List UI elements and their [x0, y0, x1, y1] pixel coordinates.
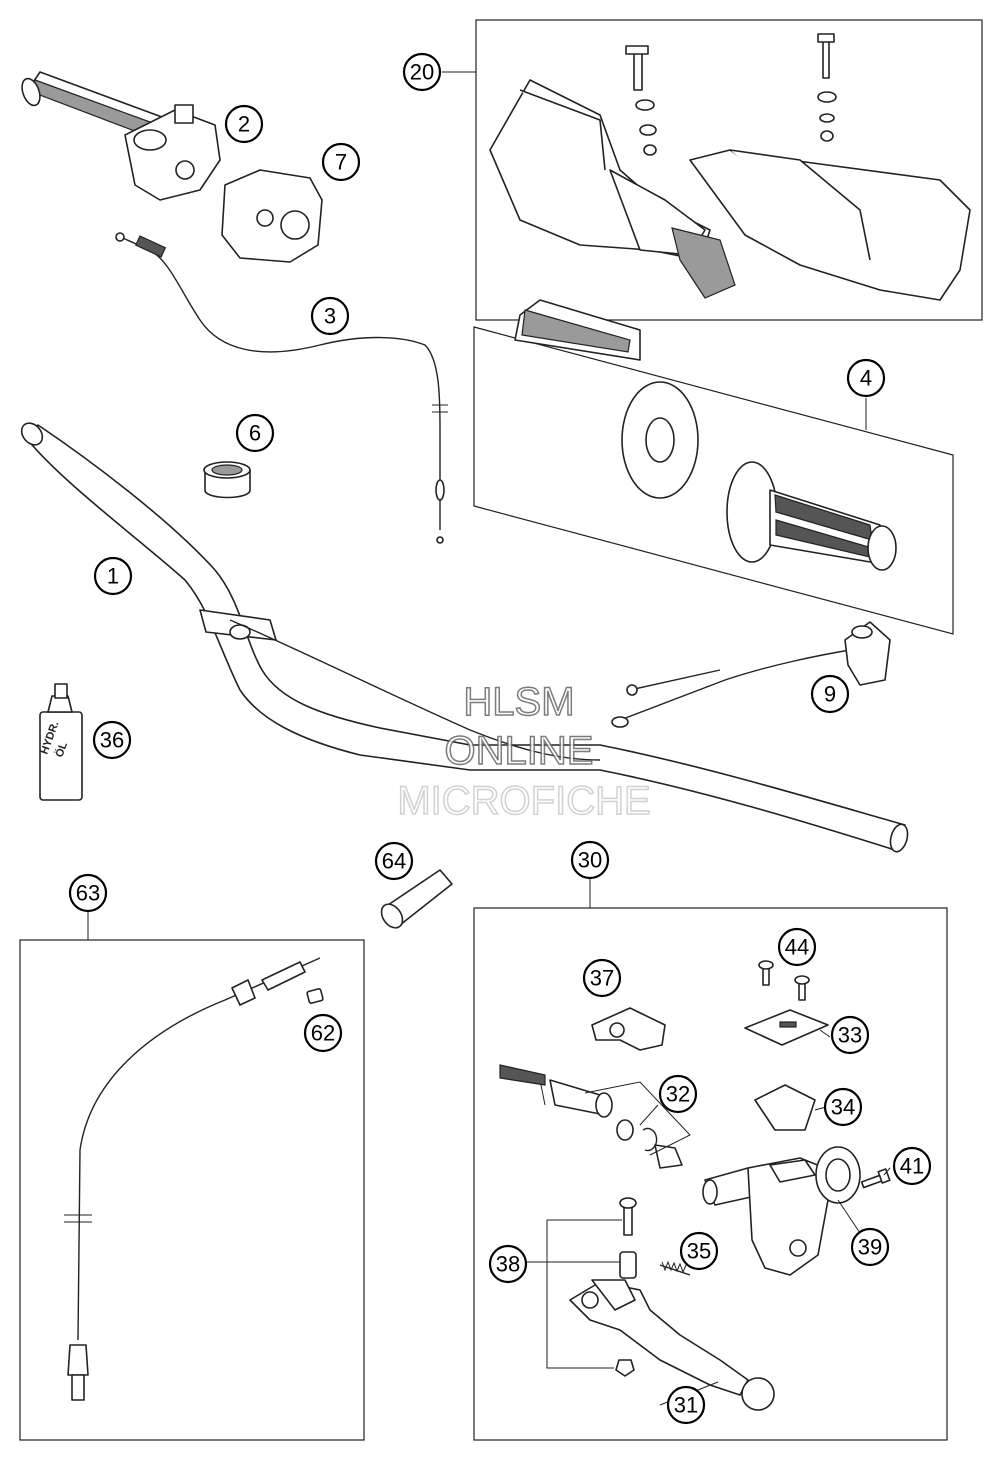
callout-32: 32: [658, 1074, 698, 1114]
svg-text:33: 33: [838, 1023, 862, 1048]
lever-clamp: [591, 1007, 666, 1051]
master-cylinder-piston-kit: [499, 1064, 691, 1169]
svg-text:MICROFICHE: MICROFICHE: [397, 779, 650, 823]
clutch-cable: [64, 957, 321, 1401]
svg-text:HLSM: HLSM: [463, 680, 574, 724]
handguard-group-box: [475, 19, 983, 321]
handlebar: [20, 422, 909, 853]
callout-34: 34: [823, 1087, 863, 1127]
throttle-ring: [203, 461, 251, 499]
callout-64: 64: [374, 841, 414, 881]
svg-text:30: 30: [578, 848, 602, 873]
callout-38: 38: [488, 1244, 528, 1284]
svg-text:2: 2: [238, 112, 250, 137]
svg-text:ONLINE: ONLINE: [445, 729, 594, 773]
lever-spring: [659, 1260, 691, 1276]
callout-7: 7: [321, 142, 361, 182]
svg-text:38: 38: [496, 1252, 520, 1277]
callout-20: 20: [402, 52, 442, 92]
kill-switch: [611, 621, 891, 728]
callout-36: 36: [92, 720, 132, 760]
svg-text:64: 64: [382, 849, 406, 874]
handguards: [489, 33, 971, 301]
throttle-grip: [21, 71, 221, 201]
callout-33: 33: [830, 1015, 870, 1055]
callout-31: 31: [666, 1385, 706, 1425]
grips: [514, 299, 897, 571]
callout-44: 44: [777, 927, 817, 967]
callout-1: 1: [93, 556, 133, 596]
reservoir-diaphragm: [754, 1084, 816, 1131]
reservoir-cover: [744, 1009, 829, 1046]
throttle-housing-cover: [221, 169, 323, 263]
svg-text:6: 6: [249, 421, 261, 446]
svg-text:39: 39: [858, 1235, 882, 1260]
hydraulic-oil-bottle: [39, 683, 83, 801]
throttle-cable: [115, 232, 448, 544]
svg-text:35: 35: [687, 1239, 711, 1264]
brake-assembly-group-box: [473, 907, 948, 1441]
callout-37: 37: [582, 958, 622, 998]
brake-lever: [569, 1279, 775, 1411]
callout-63: 63: [68, 873, 108, 913]
master-cylinder: [702, 1146, 861, 1276]
cover-screws: [758, 960, 810, 1001]
callout-62: 62: [303, 1013, 343, 1053]
callout-3: 3: [310, 296, 350, 336]
svg-text:7: 7: [335, 150, 347, 175]
svg-text:4: 4: [860, 366, 872, 391]
svg-text:37: 37: [590, 966, 614, 991]
callout-4: 4: [846, 358, 886, 398]
watermark: HLSM ONLINE MICROFICHE: [397, 679, 652, 824]
callout-41: 41: [892, 1146, 932, 1186]
grip-group-box: [473, 326, 954, 635]
svg-text:31: 31: [674, 1393, 698, 1418]
svg-text:ÖL: ÖL: [53, 740, 71, 759]
callout-9: 9: [810, 674, 850, 714]
callout-30: 30: [570, 840, 610, 880]
callout-6: 6: [235, 413, 275, 453]
svg-text:44: 44: [785, 935, 809, 960]
callout-2: 2: [224, 104, 264, 144]
svg-text:1: 1: [107, 564, 119, 589]
svg-text:63: 63: [76, 881, 100, 906]
lever-pivot-set: [546, 1197, 637, 1377]
callout-39: 39: [850, 1227, 890, 1267]
svg-text:62: 62: [311, 1021, 335, 1046]
clamp-bolt: [860, 1168, 891, 1189]
svg-text:34: 34: [831, 1095, 855, 1120]
svg-text:9: 9: [824, 682, 836, 707]
svg-text:20: 20: [410, 60, 434, 85]
bar-end-cap: [380, 869, 453, 929]
svg-text:32: 32: [666, 1082, 690, 1107]
svg-text:36: 36: [100, 728, 124, 753]
cable-nut: [306, 988, 324, 1004]
svg-text:41: 41: [900, 1154, 924, 1179]
clutch-cable-group-box: [19, 939, 365, 1441]
svg-text:3: 3: [324, 304, 336, 329]
callout-35: 35: [679, 1231, 719, 1271]
